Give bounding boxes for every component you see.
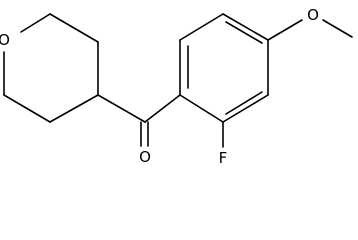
bond-methoxy-oxygen-to-methyl bbox=[322, 19, 353, 38]
bond-aryl-c3-c4 bbox=[222, 13, 269, 41]
methoxy-oxygen-label: O bbox=[307, 6, 319, 24]
bond-carbonyl-to-aryl bbox=[144, 94, 181, 123]
carbonyl-oxygen-label: O bbox=[139, 148, 151, 166]
bond-ring-c5-c6 bbox=[3, 94, 51, 123]
ring-oxygen-label: O bbox=[0, 31, 10, 49]
fluorine-label: F bbox=[219, 149, 228, 167]
bond-aryl-inner-3 bbox=[225, 91, 263, 115]
bond-aryl-c5-c6 bbox=[222, 94, 269, 123]
bond-ring-c4-c5 bbox=[49, 94, 99, 123]
bond-ring-to-carbonyl bbox=[97, 94, 146, 123]
bond-ring-c2-c3 bbox=[49, 13, 99, 43]
carbonyl-double-bond bbox=[140, 121, 149, 147]
bond-aryl-c2-c3 bbox=[179, 13, 224, 41]
benzene-ring bbox=[179, 13, 269, 123]
oxane-ring bbox=[3, 13, 99, 123]
bond-aryl-inner-2 bbox=[225, 21, 263, 44]
bond-ring-o-c2 bbox=[20, 13, 51, 33]
molecule-structure: O O F O bbox=[0, 6, 353, 167]
bond-aryl-to-methoxy-oxygen bbox=[267, 19, 303, 41]
bond-aryl-c6-c1 bbox=[179, 94, 224, 123]
